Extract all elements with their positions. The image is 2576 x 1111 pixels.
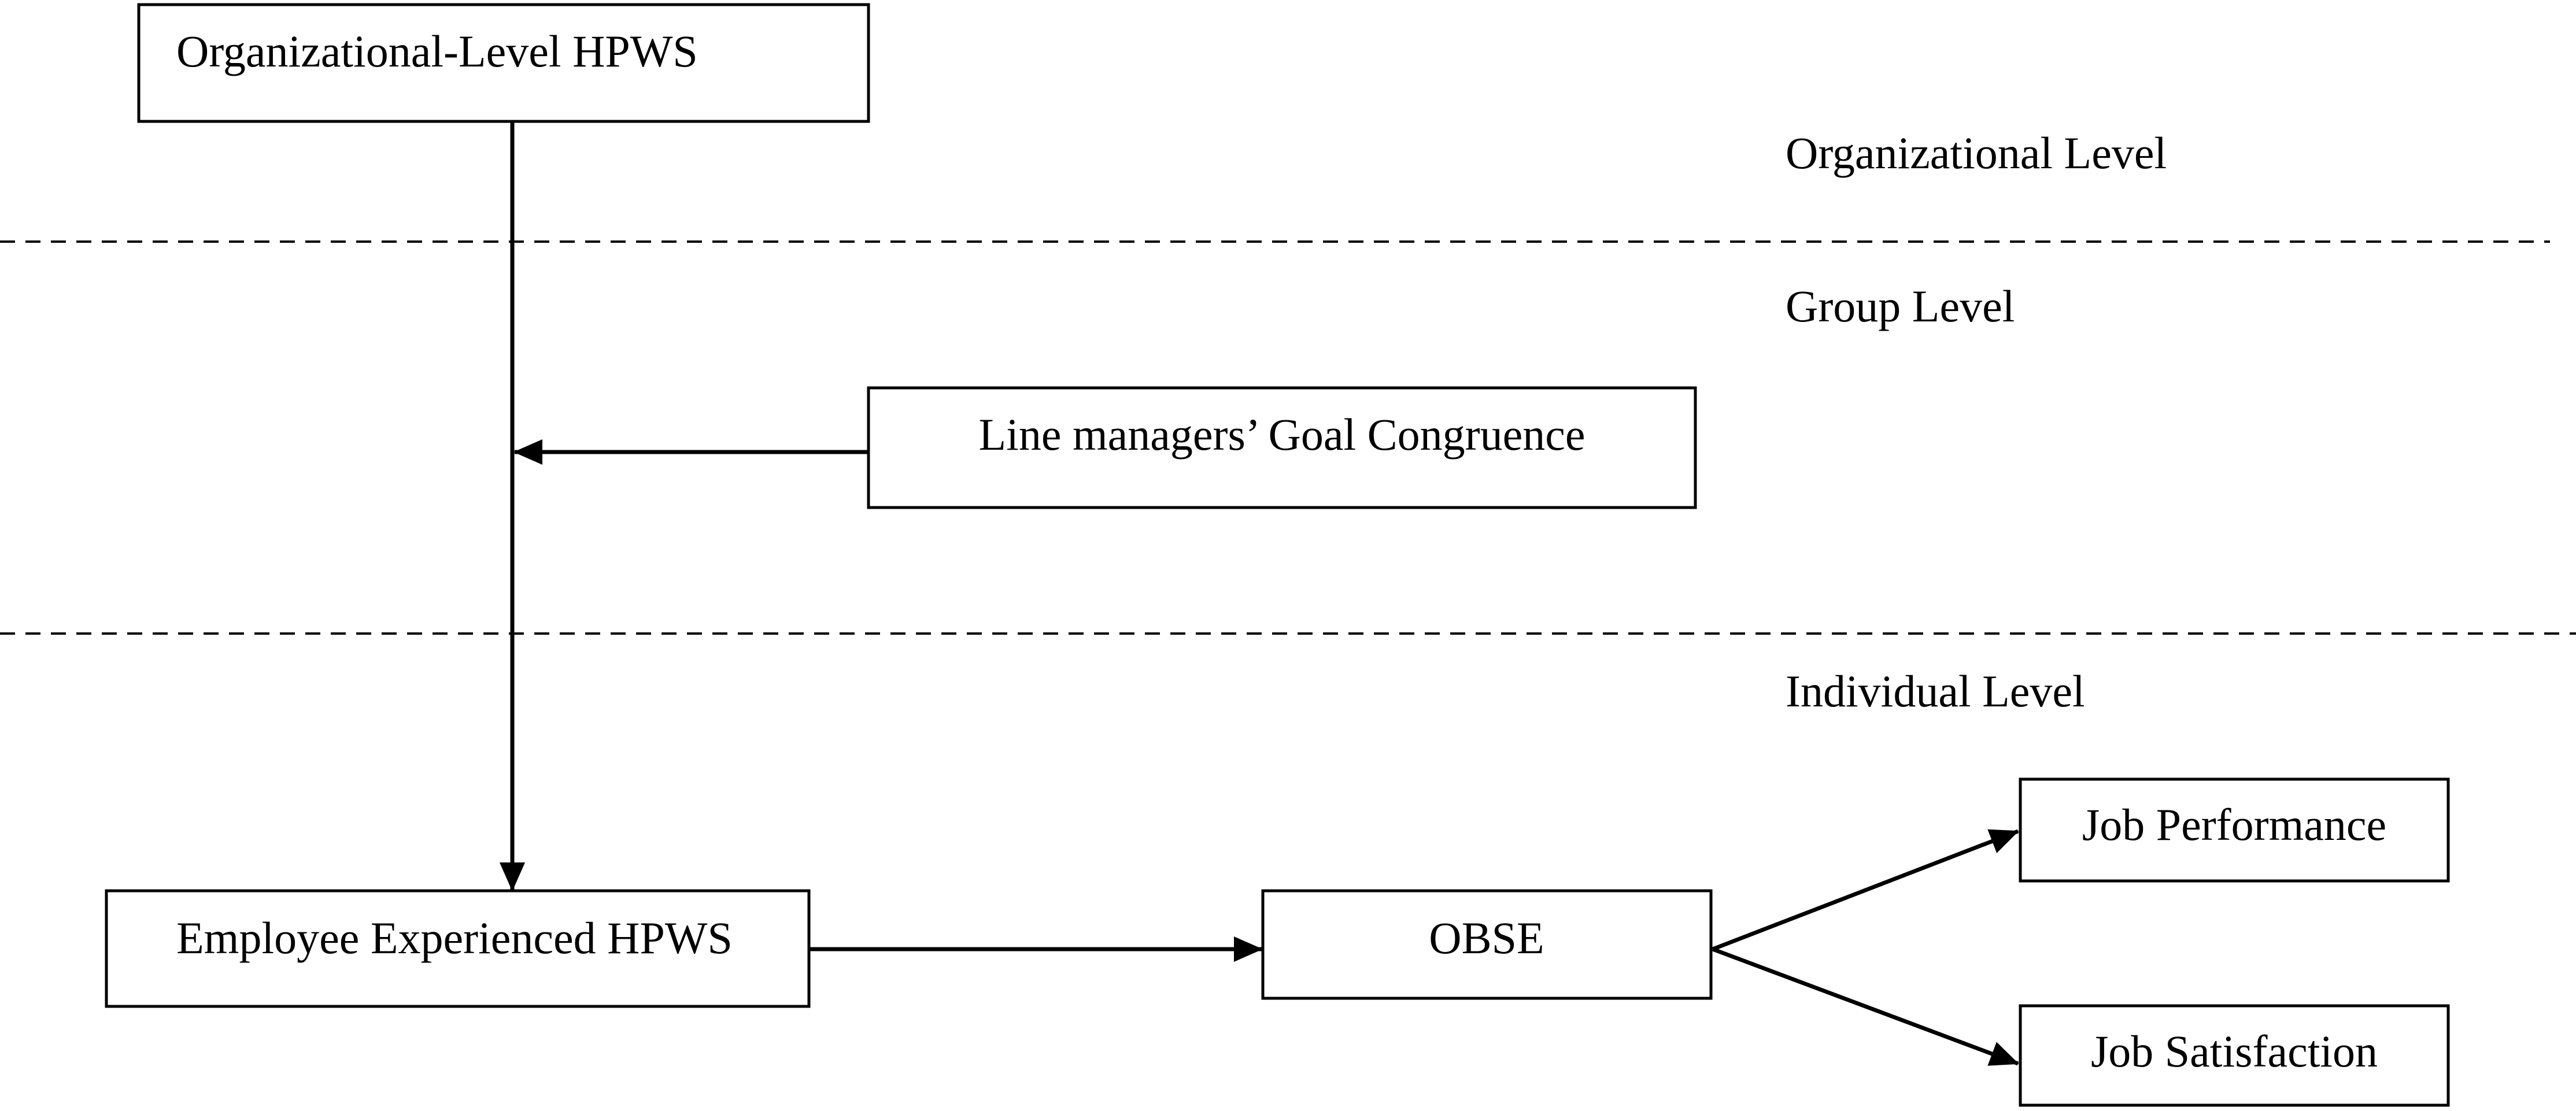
level-label-organizational: Organizational Level	[1786, 128, 2167, 178]
obse-label: OBSE	[1429, 913, 1544, 963]
org-hpws-box: Organizational-Level HPWS	[137, 3, 870, 123]
arrow-obse-to-satisfaction	[1712, 947, 2019, 1066]
employee-hpws-label: Employee Experienced HPWS	[176, 913, 733, 963]
employee-hpws-box: Employee Experienced HPWS	[105, 889, 811, 1008]
job-performance-box: Job Performance	[2019, 777, 2450, 883]
job-performance-label: Job Performance	[2082, 799, 2386, 850]
org-hpws-label: Organizational-Level HPWS	[176, 26, 698, 76]
obse-box: OBSE	[1261, 889, 1713, 1000]
line-managers-label: Line managers’ Goal Congruence	[979, 409, 1585, 460]
level-label-individual: Individual Level	[1786, 666, 2085, 716]
level-label-group: Group Level	[1786, 281, 2015, 331]
arrow-obse-to-performance	[1712, 829, 2019, 951]
job-satisfaction-label: Job Satisfaction	[2091, 1026, 2378, 1076]
line-managers-box: Line managers’ Goal Congruence	[867, 386, 1697, 509]
job-satisfaction-box: Job Satisfaction	[2019, 1004, 2450, 1107]
